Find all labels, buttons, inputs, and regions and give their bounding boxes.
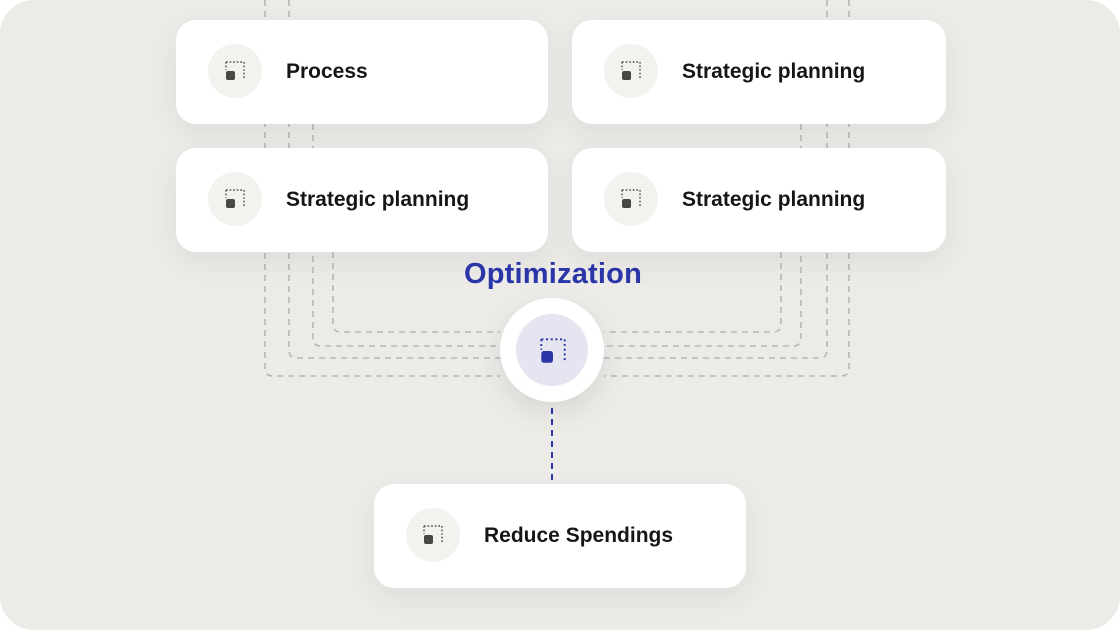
optimization-hub[interactable] (500, 298, 604, 402)
dotted-square-icon (208, 172, 262, 226)
dotted-square-icon (540, 338, 566, 363)
card-strategic-planning-right[interactable]: Strategic planning (572, 148, 946, 252)
connector-left-inner (332, 252, 500, 333)
connector-left-outer (264, 0, 500, 377)
connector-right-2 (604, 0, 828, 359)
card-label: Process (286, 60, 368, 83)
card-reduce-spendings[interactable]: Reduce Spendings (374, 484, 746, 588)
card-label: Strategic planning (286, 188, 470, 211)
card-strategic-planning-left[interactable]: Strategic planning (176, 148, 548, 252)
dotted-square-icon (604, 44, 658, 98)
card-process[interactable]: Process (176, 20, 548, 124)
hub-title: Optimization (463, 258, 642, 290)
dotted-square-icon (604, 172, 658, 226)
card-label: Strategic planning (682, 188, 866, 211)
hub-icon-circle (516, 314, 588, 386)
dotted-square-icon (406, 508, 460, 562)
connector-left-2 (288, 0, 500, 359)
connector-right-inner (604, 252, 782, 333)
card-label: Strategic planning (682, 60, 866, 83)
card-label: Reduce Spendings (484, 524, 674, 547)
connector-right-outer (604, 0, 850, 377)
connector-left-3 (312, 124, 500, 347)
connector-right-3 (604, 124, 802, 347)
dotted-square-icon (208, 44, 262, 98)
card-strategic-planning-top[interactable]: Strategic planning (572, 20, 946, 124)
